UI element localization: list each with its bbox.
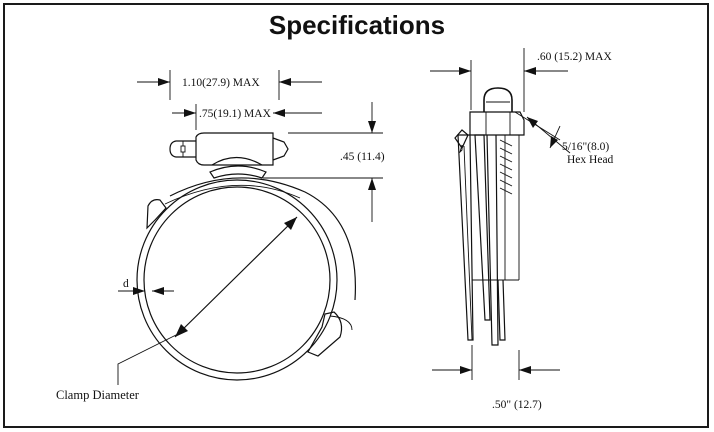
front-dimensions: 1.10(27.9) MAX .75(19.1) MAX .45 (11.4) … bbox=[56, 70, 385, 402]
side-housing bbox=[469, 111, 525, 136]
band-width-label: .50" (12.7) bbox=[492, 399, 542, 411]
thickness-label: d bbox=[123, 278, 129, 290]
band-end-left bbox=[146, 199, 167, 230]
hex-head bbox=[483, 87, 513, 112]
band-strip-3 bbox=[486, 134, 499, 346]
hex-size-label: 5/16"(8.0) bbox=[562, 141, 609, 153]
clamp-diameter-leader bbox=[117, 332, 181, 385]
diagram-frame bbox=[3, 3, 709, 428]
page-title: Specifications bbox=[268, 10, 446, 40]
screw-head bbox=[169, 140, 196, 158]
side-width-label: .60 (15.2) MAX bbox=[537, 51, 612, 63]
band-inner-circle bbox=[143, 186, 331, 374]
band-overlap-inner bbox=[164, 184, 301, 205]
housing bbox=[195, 132, 274, 166]
screw-thread bbox=[499, 139, 513, 195]
band-end-right bbox=[307, 311, 343, 357]
side-dimensions: .60 (15.2) MAX 5/16"(8.0) Hex Head .50" … bbox=[430, 48, 614, 411]
side-view bbox=[454, 87, 561, 346]
housing-base bbox=[209, 165, 267, 179]
clamp-diameter-label: Clamp Diameter bbox=[56, 388, 140, 402]
band-strip-1 bbox=[457, 134, 474, 341]
front-view bbox=[117, 132, 357, 385]
housing-saddle bbox=[211, 156, 263, 166]
screw-tip bbox=[272, 137, 289, 161]
band-tab bbox=[454, 129, 469, 150]
diameter-line bbox=[174, 216, 298, 338]
band-end-curl bbox=[329, 315, 353, 331]
housing-height-label: .45 (11.4) bbox=[340, 151, 385, 163]
band-overlap bbox=[169, 177, 357, 301]
housing-width-label: .75(19.1) MAX bbox=[199, 108, 272, 120]
band-outer-circle bbox=[136, 179, 338, 381]
hex-head-label: Hex Head bbox=[567, 154, 614, 166]
band-strip-2 bbox=[474, 134, 491, 321]
overall-width-label: 1.10(27.9) MAX bbox=[182, 77, 260, 89]
